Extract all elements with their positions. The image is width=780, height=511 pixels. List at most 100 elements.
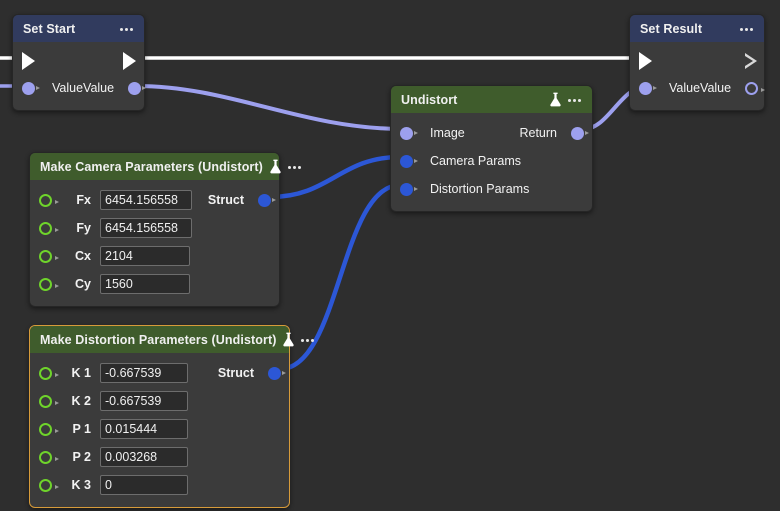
node-title: Set Result — [640, 21, 703, 36]
field-label-cx: Cx — [75, 249, 91, 263]
output-port-group-struct: Struct — [208, 193, 276, 207]
input-port-group: Value — [22, 81, 83, 95]
field-input-fx[interactable] — [100, 190, 192, 210]
wire-distortion-struct-to-distortion-params — [277, 182, 403, 372]
flask-icon — [283, 332, 295, 347]
node-set-result[interactable]: Set Result Value Value — [629, 14, 766, 111]
flask-icon — [270, 159, 281, 174]
field-label-p1: P 1 — [72, 422, 91, 436]
input-port-fy[interactable] — [39, 221, 59, 235]
input-port-cx[interactable] — [39, 249, 59, 263]
node-title: Set Start — [23, 21, 76, 36]
output-label-value: Value — [83, 81, 115, 95]
field-input-p2[interactable] — [100, 447, 188, 467]
row-p2: P 2 — [30, 443, 289, 471]
output-port-group-struct: Struct — [217, 366, 286, 380]
node-make-camera-parameters[interactable]: Make Camera Parameters (Undistort) Fx St… — [29, 152, 301, 307]
row-image-return: Image Return — [391, 119, 592, 147]
input-port-k1[interactable] — [39, 366, 59, 380]
exec-in-triangle-icon[interactable] — [639, 52, 652, 70]
output-port-value[interactable] — [128, 81, 147, 95]
input-port-value[interactable] — [22, 81, 40, 95]
row-distortion-params: Distortion Params — [391, 175, 592, 203]
output-port-group: Value — [83, 81, 147, 95]
input-label-value: Value — [52, 81, 84, 95]
output-port-struct[interactable] — [268, 366, 286, 380]
input-port-image[interactable] — [400, 126, 418, 140]
dots-icon[interactable] — [568, 93, 584, 107]
exec-out-triangle-icon[interactable] — [123, 52, 136, 70]
row-k2: K 2 — [30, 387, 289, 415]
input-port-p1[interactable] — [39, 422, 59, 436]
output-port-return[interactable] — [571, 126, 589, 140]
field-label-fy: Fy — [76, 221, 91, 235]
row-cx: Cx — [30, 242, 279, 270]
wire-start-value-to-image — [134, 84, 402, 131]
output-label-value: Value — [700, 81, 732, 95]
output-port-group: Value — [700, 81, 766, 95]
output-port-value[interactable] — [745, 81, 766, 95]
node-header-set-start[interactable]: Set Start — [13, 15, 144, 42]
node-body-set-start: Value Value — [13, 42, 147, 110]
field-input-k2[interactable] — [100, 391, 188, 411]
dots-icon[interactable] — [287, 160, 304, 174]
field-group-k1: K 1 — [39, 363, 188, 383]
field-label-fx: Fx — [76, 193, 91, 207]
node-make-distortion-parameters[interactable]: Make Distortion Parameters (Undistort) K… — [29, 325, 315, 508]
input-port-camera-params[interactable] — [400, 154, 418, 168]
field-input-k1[interactable] — [100, 363, 188, 383]
row-fx: Fx Struct — [30, 186, 279, 214]
exec-out-triangle-hollow-icon[interactable] — [745, 52, 757, 70]
field-label-k1: K 1 — [71, 366, 91, 380]
field-input-p1[interactable] — [100, 419, 188, 439]
value-row: Value Value — [630, 74, 766, 102]
node-header-make-camera-parameters[interactable]: Make Camera Parameters (Undistort) — [30, 153, 301, 180]
output-port-group-return: Return — [519, 126, 589, 140]
node-body-set-result: Value Value — [630, 42, 766, 110]
input-label-camera-params: Camera Params — [430, 154, 521, 168]
dots-icon[interactable] — [740, 22, 756, 36]
input-port-value[interactable] — [639, 81, 657, 95]
dots-icon[interactable] — [301, 333, 317, 347]
node-set-start[interactable]: Set Start Value Value — [12, 14, 147, 111]
field-label-k2: K 2 — [71, 394, 91, 408]
output-port-struct[interactable] — [258, 193, 276, 207]
node-header-set-result[interactable]: Set Result — [630, 15, 764, 42]
input-port-distortion-params[interactable] — [400, 182, 418, 196]
row-fy: Fy — [30, 214, 279, 242]
input-port-k2[interactable] — [39, 394, 59, 408]
node-body-make-camera-parameters: Fx Struct Fy Cx Cy — [30, 180, 279, 306]
input-port-k3[interactable] — [39, 478, 59, 492]
node-body-make-distortion-parameters: K 1 Struct K 2 P 1 P 2 — [30, 353, 289, 507]
node-undistort[interactable]: Undistort Image Return Camera Params — [390, 85, 593, 212]
exec-in-triangle-icon[interactable] — [22, 52, 35, 70]
row-camera-params: Camera Params — [391, 147, 592, 175]
field-label-cy: Cy — [75, 277, 91, 291]
node-title: Undistort — [401, 92, 458, 107]
field-input-cy[interactable] — [100, 274, 190, 294]
input-port-p2[interactable] — [39, 450, 59, 464]
field-input-k3[interactable] — [100, 475, 188, 495]
field-label-p2: P 2 — [72, 450, 91, 464]
row-k1: K 1 Struct — [30, 359, 289, 387]
exec-row — [630, 48, 764, 74]
input-port-fx[interactable] — [39, 193, 59, 207]
input-port-cy[interactable] — [39, 277, 59, 291]
dots-icon[interactable] — [120, 22, 136, 36]
row-cy: Cy — [30, 270, 279, 298]
input-label-distortion-params: Distortion Params — [430, 182, 530, 196]
field-input-cx[interactable] — [100, 246, 190, 266]
input-port-group-image: Image — [400, 126, 465, 140]
input-port-group: Value — [639, 81, 700, 95]
output-label-return: Return — [519, 126, 557, 140]
field-input-fy[interactable] — [100, 218, 192, 238]
row-p1: P 1 — [30, 415, 289, 443]
row-k3: K 3 — [30, 471, 289, 499]
node-header-undistort[interactable]: Undistort — [391, 86, 592, 113]
output-label-struct: Struct — [217, 366, 254, 380]
node-header-make-distortion-parameters[interactable]: Make Distortion Parameters (Undistort) — [30, 326, 315, 353]
exec-row — [13, 48, 144, 74]
value-row: Value Value — [13, 74, 147, 102]
node-title: Make Camera Parameters (Undistort) — [40, 159, 263, 174]
